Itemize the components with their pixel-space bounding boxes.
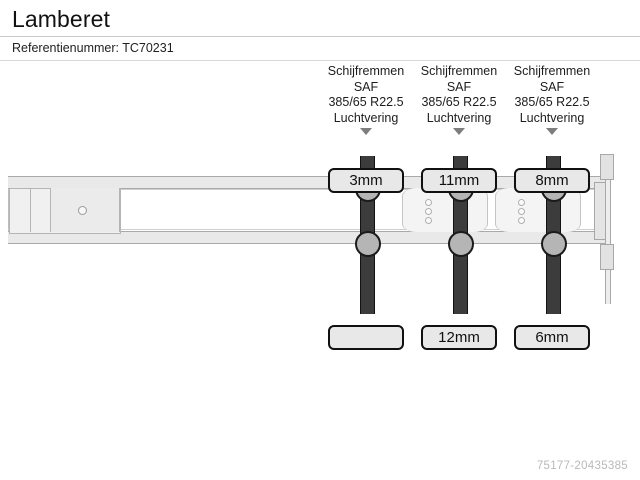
kingpin-divider-1: [30, 188, 31, 232]
trailer-diagram: Schijfremmen SAF 385/65 R22.5 Luchtverin…: [0, 60, 640, 480]
bogie-panel-2: [495, 188, 581, 232]
kingpin-divider-2: [50, 188, 51, 232]
reference-number: Referentienummer: TC70231: [12, 41, 174, 55]
rear-underrun-bar: [605, 154, 611, 304]
title-divider: [0, 36, 640, 37]
axle-2-pointer-icon: [453, 128, 465, 135]
axle-2-brakes: Schijfremmen: [420, 64, 498, 78]
axle-1-brakes: Schijfremmen: [327, 64, 405, 78]
axle-1-pointer-icon: [360, 128, 372, 135]
axle-3-make: SAF: [539, 79, 565, 94]
tyre-depth-axle-1-bottom: [328, 325, 404, 350]
rear-tab-bottom: [600, 244, 614, 270]
tyre-depth-axle-2-bottom: 12mm: [421, 325, 497, 350]
bogie-panel-1: [402, 188, 488, 232]
page-title: Lamberet: [12, 6, 110, 32]
axle-annotation-1: Schijfremmen SAF 385/65 R22.5 Luchtverin…: [318, 64, 414, 135]
bogie-hole-icon: [425, 217, 432, 224]
axle-2-suspension: Luchtvering: [426, 110, 492, 125]
axle-3-brakes: Schijfremmen: [513, 64, 591, 78]
tyre-depth-axle-1-top: 3mm: [328, 168, 404, 193]
bogie-hole-icon: [425, 199, 432, 206]
axle-1-suspension: Luchtvering: [333, 110, 399, 125]
kingpin-icon: [78, 206, 87, 215]
axle-3-suspension: Luchtvering: [519, 110, 585, 125]
axle-2-hub-bottom: [448, 231, 474, 257]
axle-1-tyre-size: 385/65 R22.5: [328, 95, 404, 109]
tyre-depth-axle-2-top: 11mm: [421, 168, 497, 193]
watermark: 75177-20435385: [536, 460, 628, 472]
tyre-depth-axle-3-top: 8mm: [514, 168, 590, 193]
tyre-depth-axle-3-bottom: 6mm: [514, 325, 590, 350]
bogie-hole-icon: [518, 199, 525, 206]
bogie-hole-icon: [518, 208, 525, 215]
axle-1-hub-bottom: [355, 231, 381, 257]
chassis-rail-inner-bottom: [8, 229, 608, 230]
bogie-hole-icon: [518, 217, 525, 224]
chassis-rail-inner-top: [8, 189, 608, 190]
axle-2-tyre-size: 385/65 R22.5: [421, 95, 497, 109]
axle-annotation-3: Schijfremmen SAF 385/65 R22.5 Luchtverin…: [504, 64, 600, 135]
bogie-hole-icon: [425, 208, 432, 215]
axle-2-make: SAF: [446, 79, 472, 94]
axle-3-pointer-icon: [546, 128, 558, 135]
axle-1-make: SAF: [353, 79, 379, 94]
header-divider: [0, 60, 640, 61]
axle-annotation-2: Schijfremmen SAF 385/65 R22.5 Luchtverin…: [411, 64, 507, 135]
axle-3-hub-bottom: [541, 231, 567, 257]
axle-3-tyre-size: 385/65 R22.5: [514, 95, 590, 109]
rear-tab-top: [600, 154, 614, 180]
